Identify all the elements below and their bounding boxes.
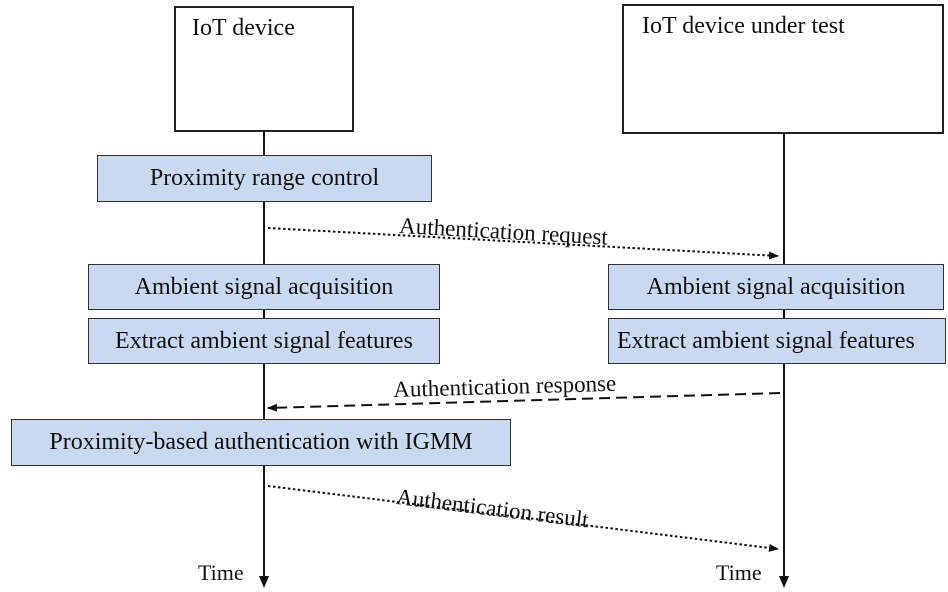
ambient-signal-acquisition-left: Ambient signal acquisition — [88, 264, 440, 310]
ambient-signal-acquisition-right: Ambient signal acquisition — [608, 264, 944, 310]
response-arrow — [267, 392, 781, 412]
time-label-right: Time — [716, 560, 762, 585]
proximity-range-control-step: Proximity range control — [97, 155, 432, 202]
device-under-test-title: IoT device under test — [642, 13, 845, 39]
extract-features-left: Extract ambient signal features — [88, 318, 440, 364]
iot-device-title: IoT device — [192, 15, 295, 41]
proximity-authentication-step: Proximity-based authentication with IGMM — [11, 419, 511, 466]
request-arrow — [267, 227, 779, 260]
time-arrow-right — [779, 576, 789, 588]
time-label-left: Time — [198, 560, 244, 585]
iot-device-box: IoT device — [174, 6, 354, 132]
result-arrow — [267, 485, 779, 552]
extract-features-right: Extract ambient signal features — [608, 318, 946, 364]
device-under-test-box: IoT device under test — [622, 4, 944, 134]
time-arrow-left — [259, 576, 269, 588]
